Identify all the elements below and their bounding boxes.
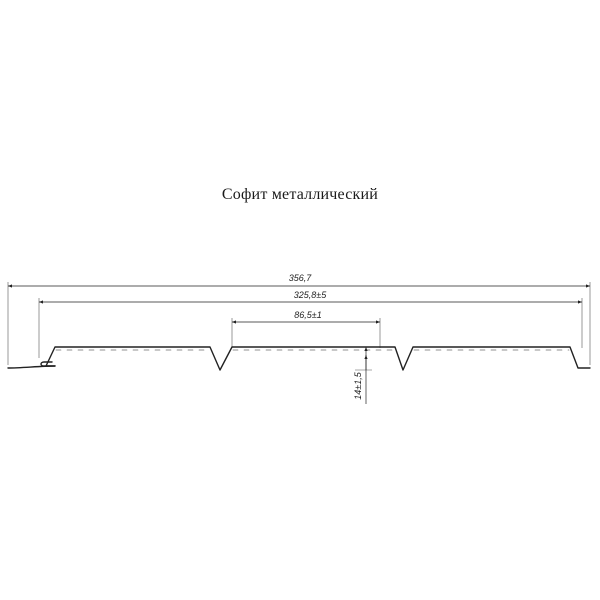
- dimension-label-pitch: 86,5±1: [294, 310, 321, 320]
- soffit-profile: [7, 346, 591, 371]
- profile-lock-hem: [40, 361, 56, 367]
- drawing-title: Софит металлический: [221, 186, 379, 203]
- dimension-lines: [7, 284, 590, 404]
- dimension-label-overall: 356,7: [289, 273, 313, 283]
- dimension-label-height: 14±1,5: [353, 371, 363, 399]
- profile-outline: [7, 346, 591, 371]
- dimension-label-effective: 325,8±5: [294, 290, 327, 300]
- extension-lines: [7, 282, 591, 371]
